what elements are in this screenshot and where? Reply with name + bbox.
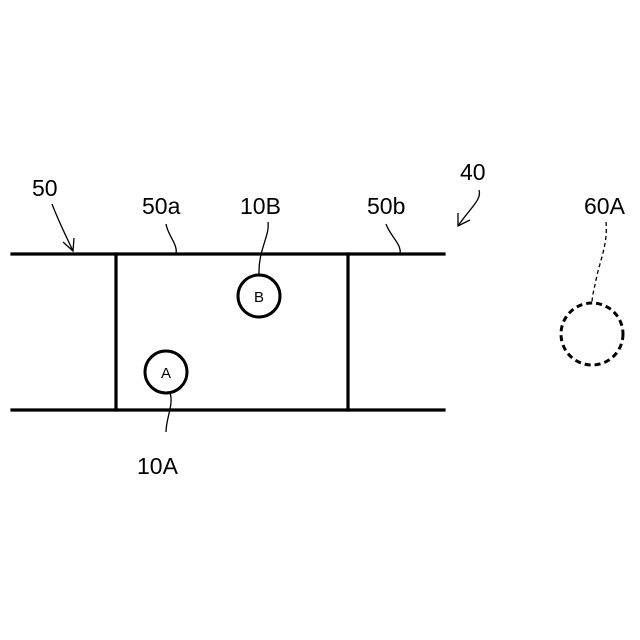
label-10b: 10B [240,193,281,219]
leader-50 [52,204,73,251]
marker-b-label: B [254,289,264,306]
remote-point-circle [561,303,623,365]
marker-a-label: A [161,365,171,382]
leader-10b [259,222,268,275]
leader-10a [166,393,171,432]
leader-60a [592,222,606,304]
label-50a: 50a [142,193,181,219]
label-50b: 50b [367,193,405,219]
label-60a: 60A [584,193,626,219]
label-40: 40 [460,159,486,185]
label-50: 50 [32,175,58,201]
label-10a: 10A [137,453,179,479]
leader-50b [386,224,400,254]
leader-50a [166,224,176,254]
